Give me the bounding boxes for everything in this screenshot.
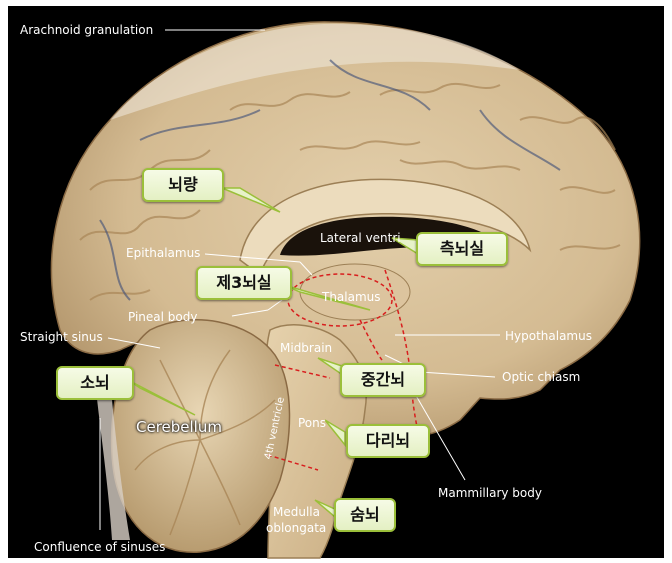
label-cerebellum: Cerebellum <box>136 418 222 436</box>
label-straight-sinus: Straight sinus <box>20 330 103 344</box>
label-optic-chiasm: Optic chiasm <box>502 370 581 384</box>
dura <box>95 380 130 540</box>
label-lateral-ventricle: Lateral ventri <box>320 231 401 245</box>
callout-corpus-callosum: 뇌량 <box>142 168 224 202</box>
callout-pons: 다리뇌 <box>346 424 430 458</box>
leader-lines <box>99 29 500 530</box>
corpus-callosum <box>239 178 532 277</box>
label-arachnoid-granulation: Arachnoid granulation <box>20 23 154 37</box>
dashed-boundaries <box>267 269 421 471</box>
arachnoid-membrane <box>110 23 520 120</box>
callout-lateral-ventricle: 측뇌실 <box>416 232 508 266</box>
callout-third-ventricle: 제3뇌실 <box>196 266 292 300</box>
label-pons: Pons <box>298 416 327 430</box>
label-confluence-of-sinuses: Confluence of sinuses <box>34 540 166 554</box>
label-mammillary-body: Mammillary body <box>438 486 542 500</box>
label-midbrain: Midbrain <box>280 341 333 355</box>
label-medulla-line2: oblongata <box>266 521 327 535</box>
callout-cerebellum: 소뇌 <box>56 366 134 400</box>
callout-diencephalon: 중간뇌 <box>340 363 426 397</box>
callout-medulla: 숨뇌 <box>334 498 396 532</box>
gyri <box>79 82 621 301</box>
label-epithalamus: Epithalamus <box>126 246 201 260</box>
label-thalamus: Thalamus <box>322 290 381 304</box>
label-medulla-line1: Medulla <box>273 505 320 519</box>
arbor-vitae <box>134 349 276 536</box>
label-hypothalamus: Hypothalamus <box>505 329 592 343</box>
label-pineal-body: Pineal body <box>128 310 198 324</box>
vessels <box>99 59 561 301</box>
